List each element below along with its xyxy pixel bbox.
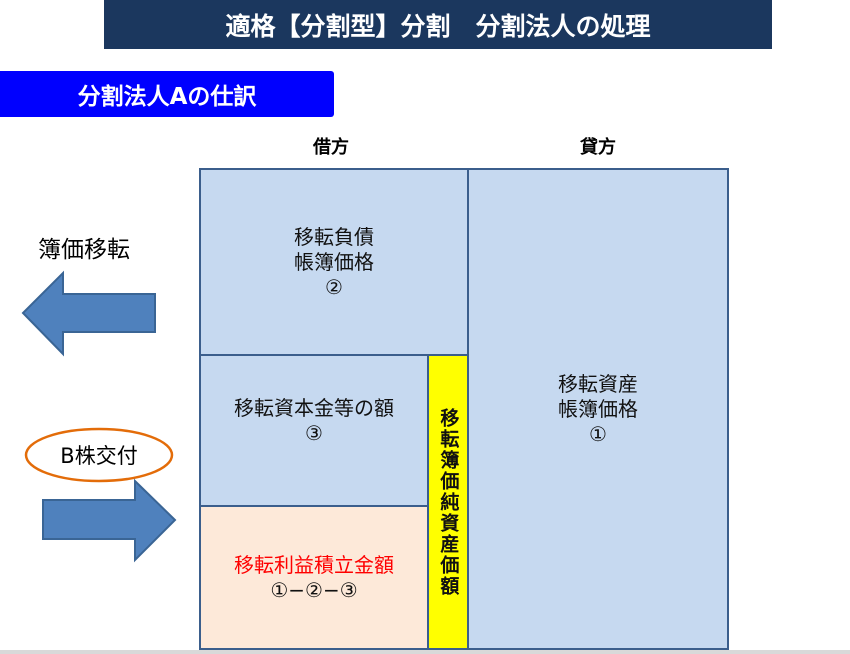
- slide-title: 適格【分割型】分割 分割法人の処理: [104, 0, 772, 49]
- ellipse-outline: [24, 427, 174, 483]
- box-number: ②: [325, 274, 343, 299]
- transfer-liabilities-box: 移転負債 帳簿価格 ②: [199, 168, 469, 356]
- box-label: 帳簿価格: [558, 396, 638, 421]
- left-arrow-icon: [21, 270, 156, 357]
- retained-earnings-box: 移転利益積立金額 ①−②−③: [199, 505, 429, 650]
- box-label: 移転利益積立金額: [234, 552, 394, 577]
- box-label: 帳簿価格: [294, 249, 374, 274]
- box-label: 移転資本金等の額: [234, 396, 394, 420]
- right-arrow-icon: [42, 478, 177, 563]
- transfer-capital-box: 移転資本金等の額 ③: [199, 354, 429, 507]
- book-transfer-label: 簿価移転: [38, 237, 130, 263]
- section-label: 分割法人Aの仕訳: [0, 71, 334, 117]
- box-number: ①−②−③: [270, 577, 358, 602]
- box-number: ③: [305, 421, 323, 445]
- bottom-divider: [0, 650, 850, 654]
- b-shares-label: B株交付: [60, 444, 138, 468]
- net-assets-box: 移転簿価純資産価額: [427, 354, 469, 650]
- transfer-assets-box: 移転資産 帳簿価格 ①: [467, 168, 729, 650]
- debit-header: 借方: [313, 137, 349, 158]
- credit-header: 貸方: [580, 137, 616, 158]
- box-label: 移転資産: [558, 371, 638, 396]
- box-label: 移転負債: [294, 224, 374, 249]
- box-number: ①: [589, 421, 607, 446]
